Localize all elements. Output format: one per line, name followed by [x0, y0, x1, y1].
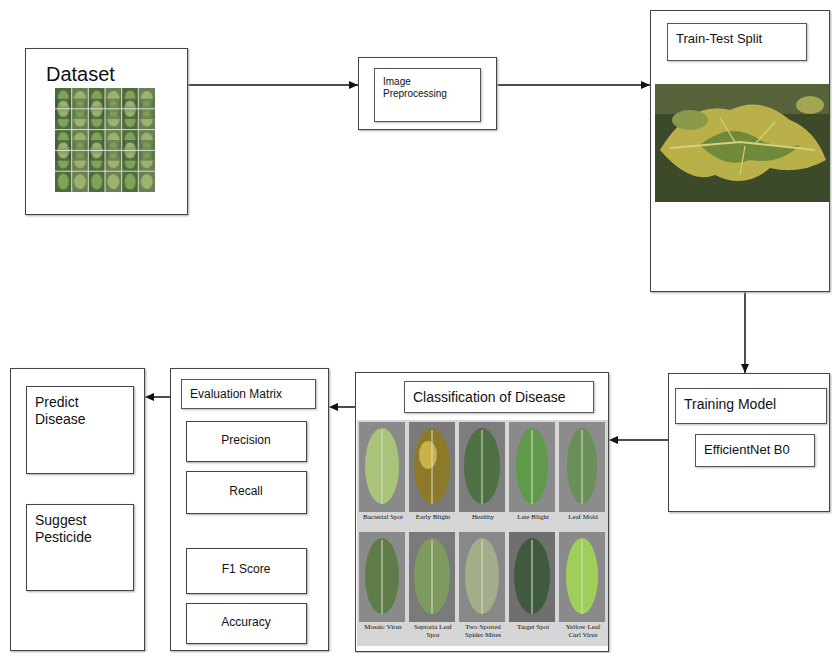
disease-label: Healthy	[460, 514, 506, 530]
metric-box: Recall	[186, 471, 307, 514]
text: Training Model	[684, 396, 776, 413]
box-title: Predict Disease	[27, 387, 132, 470]
flow-arrow	[188, 84, 358, 86]
disease-label: Two Spotted Spider Mites	[460, 624, 506, 648]
dataset-thumbnails	[55, 88, 155, 192]
disease-label: Early Blight	[410, 514, 456, 530]
classification-box: Classification of DiseaseBacterial SpotE…	[355, 372, 609, 652]
disease-label: Septoria Leaf Spot	[410, 624, 456, 648]
disease-leaf-grid	[357, 420, 608, 646]
box-title: Accuracy	[187, 604, 305, 640]
box-title: Suggest Pesticide	[27, 505, 132, 587]
box-title: Precision	[187, 422, 305, 458]
text: Suggest Pesticide	[35, 512, 124, 546]
model-box: Training ModelEfficientNet B0	[668, 373, 830, 512]
box-title: F1 Score	[187, 549, 305, 590]
dataset-box: Dataset	[25, 48, 188, 215]
text: Classification of Disease	[413, 389, 566, 406]
metric-box: F1 Score	[186, 548, 307, 594]
box-title: Dataset	[38, 55, 168, 95]
text: Evaluation Matrix	[190, 387, 282, 401]
leaf-photo	[655, 84, 829, 202]
text: Recall	[229, 484, 262, 498]
output-box: Predict DiseaseSuggest Pesticide	[10, 368, 145, 651]
text: Precision	[221, 433, 270, 447]
metric-box: Precision	[186, 421, 307, 462]
box-title: Train-Test Split	[667, 23, 807, 61]
output-item: Predict Disease	[26, 386, 134, 474]
box-title: Image Preprocessing	[374, 68, 481, 122]
process-box: Image Preprocessing	[358, 57, 497, 130]
disease-label: Mosaic Virus	[360, 624, 406, 648]
text: Image Preprocessing	[383, 76, 472, 100]
disease-label: Leaf Mold	[560, 514, 606, 530]
box-title: Classification of Disease	[404, 381, 594, 413]
text: Accuracy	[221, 615, 270, 629]
text: Dataset	[46, 62, 115, 86]
disease-label: Yellow Leaf Curl Virus	[560, 624, 606, 648]
text: EfficientNet B0	[704, 442, 790, 458]
evaluation-box: Evaluation MatrixPrecisionRecall F1 Score…	[170, 368, 329, 651]
flow-arrow	[145, 396, 170, 398]
box-title: Evaluation Matrix	[181, 379, 316, 409]
flow-arrow	[329, 406, 355, 408]
text: Predict Disease	[35, 394, 124, 428]
box-title: Recall	[187, 472, 305, 510]
flow-arrow	[497, 84, 650, 86]
text: Train-Test Split	[676, 31, 762, 47]
disease-label: Target Spot	[510, 624, 556, 648]
text: F1 Score	[222, 562, 271, 576]
box-title: Training Model	[675, 388, 827, 424]
disease-label: Bacterial Spot	[360, 514, 406, 530]
disease-label: Late Blight	[510, 514, 556, 530]
metric-box: Accuracy	[186, 603, 307, 644]
flow-arrow	[609, 439, 668, 441]
box-text: EfficientNet B0	[695, 434, 815, 467]
process-box: Train-Test Split	[650, 10, 830, 292]
flow-arrow	[744, 292, 746, 373]
output-item: Suggest Pesticide	[26, 504, 134, 591]
